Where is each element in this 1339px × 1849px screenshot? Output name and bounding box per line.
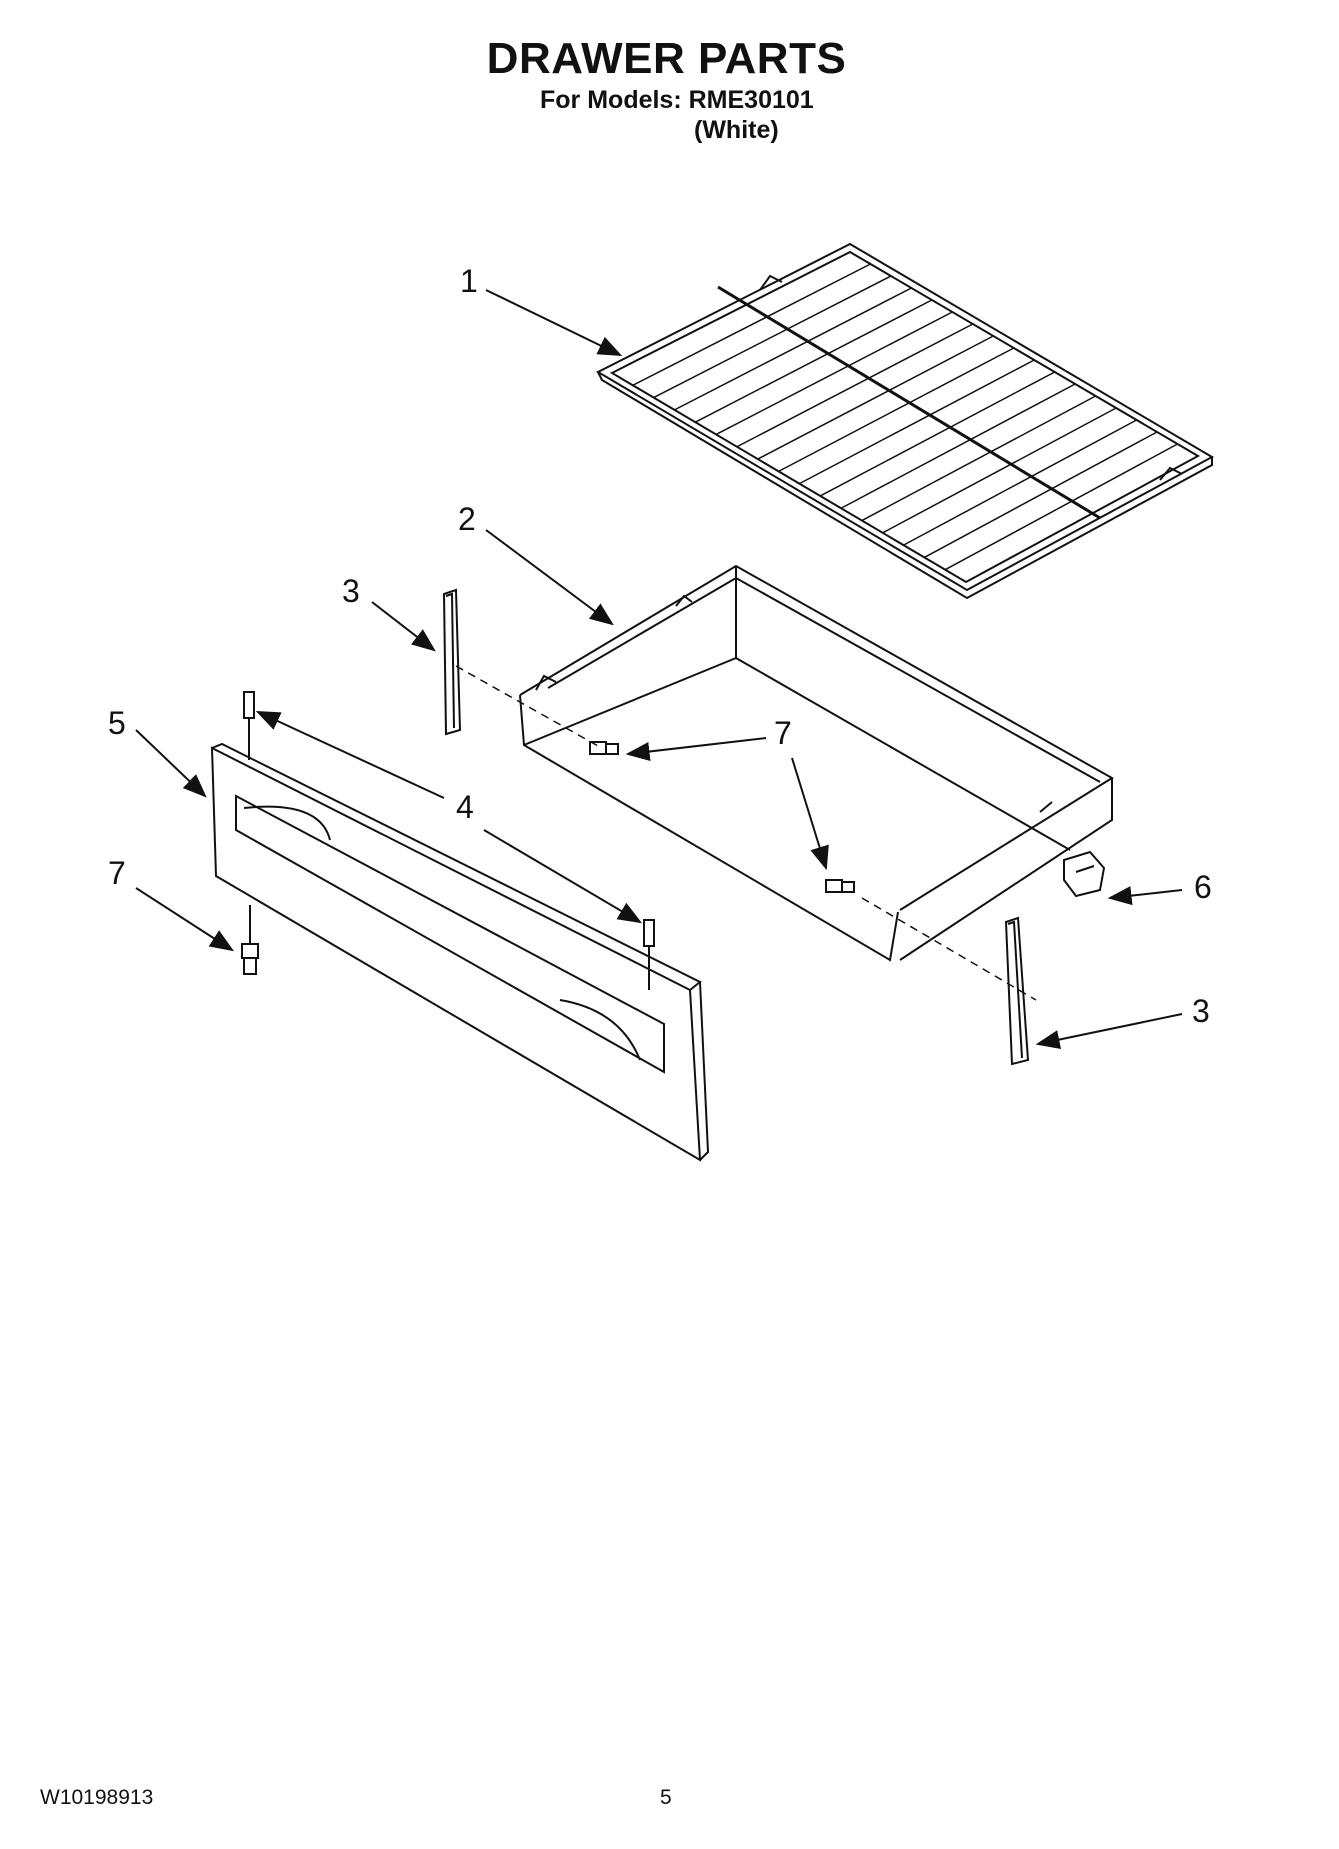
callout-2: 2 bbox=[458, 501, 476, 537]
model-variant: (White) bbox=[694, 116, 779, 144]
callout-5: 5 bbox=[108, 705, 126, 741]
callout-3-right: 3 bbox=[1192, 993, 1210, 1029]
rack-wire bbox=[736, 323, 974, 448]
page-number: 5 bbox=[660, 1786, 672, 1809]
clip-part bbox=[1063, 850, 1106, 898]
rack-wire bbox=[653, 275, 892, 399]
document-number: W10198913 bbox=[40, 1786, 154, 1809]
rack-wire bbox=[757, 335, 994, 460]
page-title: DRAWER PARTS bbox=[486, 34, 847, 83]
callout-1: 1 bbox=[460, 263, 478, 299]
callout-3-left: 3 bbox=[342, 573, 360, 609]
callout-7-panel: 7 bbox=[108, 855, 126, 891]
stud-right bbox=[643, 919, 655, 990]
drawer-front-panel bbox=[210, 742, 710, 1162]
rack-wire bbox=[674, 287, 912, 411]
rack-wire bbox=[861, 395, 1096, 522]
rack-wire bbox=[799, 359, 1035, 485]
rack-wire bbox=[632, 263, 871, 386]
screw-drawer-right bbox=[825, 879, 855, 893]
rack-wire bbox=[944, 443, 1178, 571]
rack-wire bbox=[694, 299, 933, 423]
callout-4: 4 bbox=[456, 789, 474, 825]
rack-wire bbox=[923, 431, 1158, 559]
stud-left bbox=[243, 691, 255, 760]
screw-drawer-left bbox=[589, 741, 619, 755]
callout-6: 6 bbox=[1194, 869, 1212, 905]
rack-wire bbox=[882, 407, 1117, 534]
drawer-box bbox=[519, 564, 1114, 962]
callout-7-drawer: 7 bbox=[774, 715, 792, 751]
models-line: For Models: RME30101 bbox=[540, 86, 814, 114]
rack-wire bbox=[778, 347, 1015, 473]
screw-front-panel bbox=[241, 905, 259, 975]
rack-wire bbox=[819, 371, 1056, 497]
rack-wire bbox=[840, 383, 1076, 509]
rack-wire bbox=[903, 419, 1137, 546]
rack-wire bbox=[715, 311, 953, 436]
alignment-lines bbox=[455, 665, 1037, 1001]
leader-lines bbox=[135, 289, 1183, 1049]
drawer-slide-left bbox=[442, 588, 462, 736]
drawer-slide-right bbox=[1004, 916, 1030, 1066]
oven-rack bbox=[595, 242, 1215, 600]
